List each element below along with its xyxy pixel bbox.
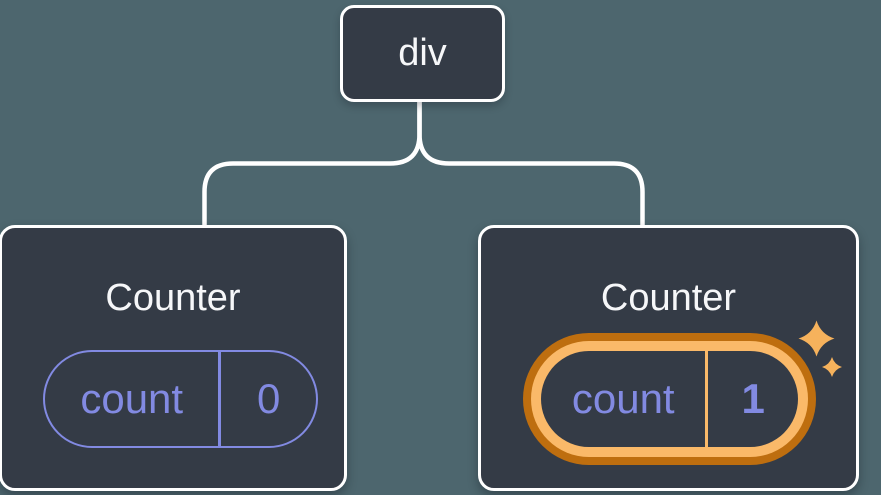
connector-root-to-left-child <box>202 100 422 228</box>
sparkle-large <box>798 320 835 357</box>
component-card-counter-right: Counter count 1 <box>478 225 859 491</box>
pill-divider <box>705 351 709 447</box>
state-key-label: count <box>80 375 184 422</box>
component-title: Counter <box>600 277 737 319</box>
state-value: 1 <box>741 375 765 422</box>
connector-root-to-right-child <box>417 100 645 228</box>
component-card-counter-left: Counter count 0 <box>0 225 347 491</box>
component-title: Counter <box>105 277 241 319</box>
state-key-label: count <box>571 375 675 422</box>
state-pill-highlighted: count 1 <box>541 351 798 447</box>
pill-divider <box>218 352 222 446</box>
tree-root-node: div <box>340 5 505 102</box>
sparkle-icon <box>798 320 842 377</box>
state-pill: count 0 <box>43 350 318 448</box>
state-value: 0 <box>257 375 281 422</box>
sparkle-small <box>822 357 842 377</box>
root-node-label: div <box>398 32 447 74</box>
